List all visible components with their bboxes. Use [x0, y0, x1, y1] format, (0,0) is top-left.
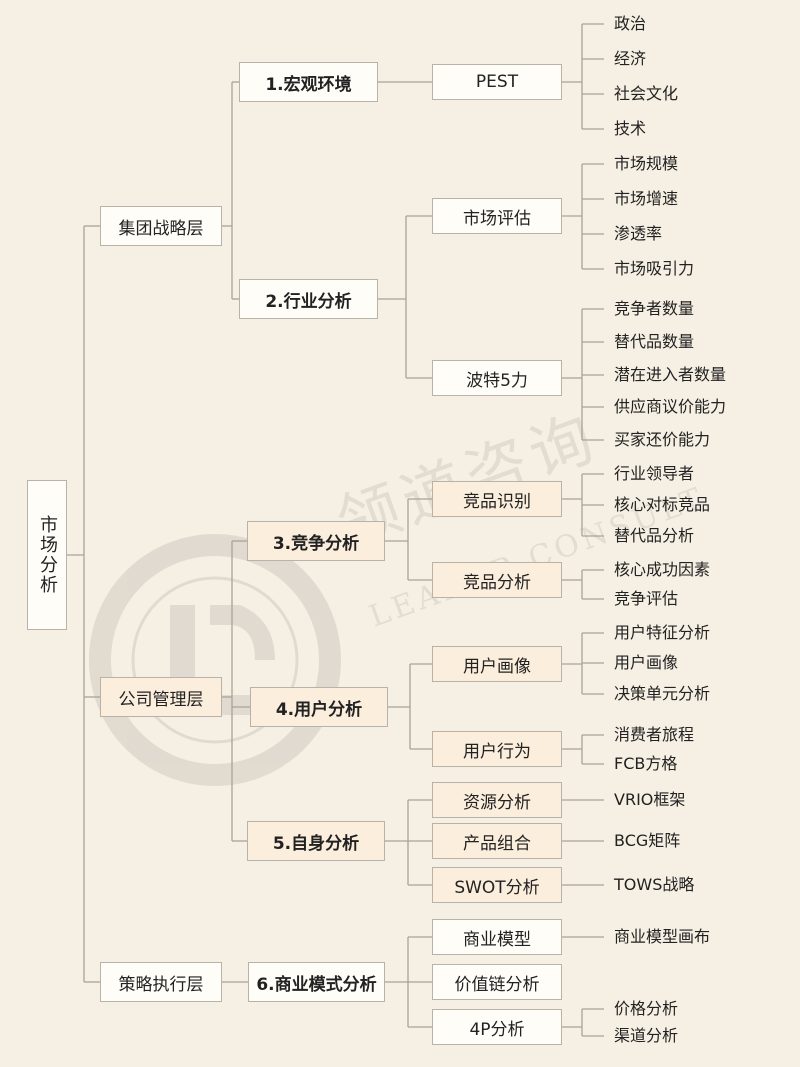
- level3-porter-five-forces: 波特5力: [432, 360, 562, 396]
- leaf-competitor-count: 竞争者数量: [614, 299, 695, 318]
- level3-business-model: 商业模型: [432, 919, 562, 955]
- leaf-channel-analysis: 渠道分析: [614, 1026, 679, 1045]
- level2-user-analysis: 4.用户分析: [250, 687, 388, 727]
- level1-company-management: 公司管理层: [100, 677, 222, 717]
- level3-value-chain-analysis: 价值链分析: [432, 964, 562, 1000]
- leaf-market-growth: 市场增速: [614, 189, 679, 208]
- level3-4p-analysis: 4P分析: [432, 1009, 562, 1045]
- level3-product-portfolio: 产品组合: [432, 823, 562, 859]
- leaf-social-culture: 社会文化: [614, 84, 679, 103]
- leaf-vrio: VRIO框架: [614, 790, 686, 809]
- leaf-price-analysis: 价格分析: [614, 999, 679, 1018]
- leaf-technology: 技术: [614, 119, 647, 138]
- level2-business-model-analysis: 6.商业模式分析: [248, 962, 385, 1002]
- leaf-fcb-grid: FCB方格: [614, 754, 678, 773]
- leaf-user-characteristics: 用户特征分析: [614, 623, 711, 642]
- leaf-substitute-count: 替代品数量: [614, 332, 695, 351]
- leaf-user-persona: 用户画像: [614, 653, 679, 672]
- leaf-industry-leader: 行业领导者: [614, 464, 695, 483]
- leaf-supplier-power: 供应商议价能力: [614, 397, 727, 416]
- level3-competitor-identification: 竞品识别: [432, 481, 562, 517]
- leaf-market-size: 市场规模: [614, 154, 679, 173]
- leaf-market-attractiveness: 市场吸引力: [614, 259, 695, 278]
- level3-market-evaluation: 市场评估: [432, 198, 562, 234]
- level3-competitor-analysis: 竞品分析: [432, 562, 562, 598]
- level2-self-analysis: 5.自身分析: [247, 821, 385, 861]
- leaf-business-model-canvas: 商业模型画布: [614, 927, 711, 946]
- level1-strategy-execution: 策略执行层: [100, 962, 222, 1002]
- level3-user-persona: 用户画像: [432, 646, 562, 682]
- leaf-decision-unit: 决策单元分析: [614, 684, 711, 703]
- leaf-economy: 经济: [614, 49, 647, 68]
- level3-pest: PEST: [432, 64, 562, 100]
- leaf-politics: 政治: [614, 14, 647, 33]
- level1-group-strategy: 集团战略层: [100, 206, 222, 246]
- level3-swot-analysis: SWOT分析: [432, 867, 562, 903]
- leaf-tows-strategy: TOWS战略: [614, 875, 695, 894]
- leaf-penetration-rate: 渗透率: [614, 224, 663, 243]
- leaf-key-success-factors: 核心成功因素: [614, 560, 711, 579]
- leaf-consumer-journey: 消费者旅程: [614, 725, 695, 744]
- level2-industry-analysis: 2.行业分析: [239, 279, 378, 319]
- level3-resource-analysis: 资源分析: [432, 782, 562, 818]
- leaf-substitute-analysis: 替代品分析: [614, 526, 695, 545]
- leaf-bcg-matrix: BCG矩阵: [614, 831, 681, 850]
- leaf-buyer-power: 买家还价能力: [614, 430, 711, 449]
- leaf-competition-evaluation: 竞争评估: [614, 589, 679, 608]
- leaf-potential-entrants: 潜在进入者数量: [614, 365, 727, 384]
- level2-competition-analysis: 3.竞争分析: [247, 521, 385, 561]
- leaf-core-benchmark: 核心对标竞品: [614, 495, 711, 514]
- root-node: 市场分析: [27, 480, 67, 630]
- level3-user-behavior: 用户行为: [432, 731, 562, 767]
- level2-macro-environment: 1.宏观环境: [239, 62, 378, 102]
